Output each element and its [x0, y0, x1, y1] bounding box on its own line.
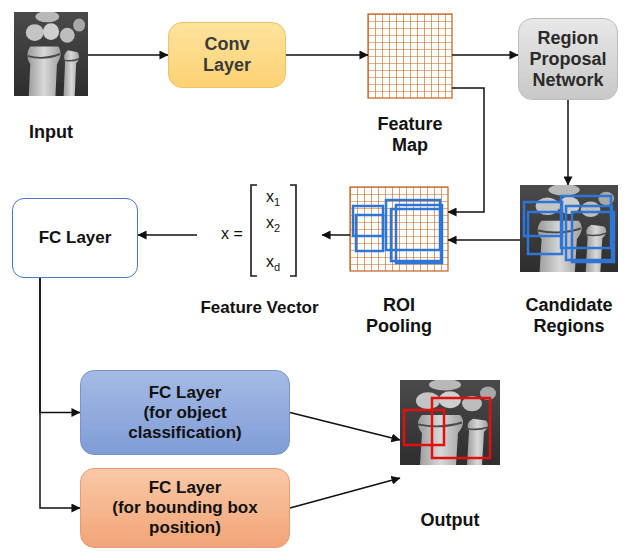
arrow-connector [567, 100, 569, 185]
feature-map-grid [368, 14, 452, 98]
vector-symbol: x = [215, 224, 249, 244]
box-content: Conv Layer [192, 34, 262, 76]
roi-grid [350, 187, 448, 271]
arrow-connector [290, 413, 400, 441]
box-sublabel: (for bounding box position) [105, 498, 265, 538]
process-box: FC Layer(for bounding box position) [80, 468, 290, 548]
box-label: Region Proposal Network [525, 28, 611, 91]
box-label: FC Layer [105, 383, 265, 403]
vector-element: x1 [255, 187, 291, 207]
arrow-connector [290, 478, 400, 508]
process-box: FC Layer [12, 198, 138, 278]
xray-image [520, 184, 618, 272]
vector-brackets [251, 185, 296, 276]
box-label: Conv Layer [192, 34, 262, 76]
input-image: Input [14, 12, 88, 146]
output-image: Output [400, 380, 500, 532]
image-caption: Feature Map [374, 114, 446, 156]
box-content: FC Layer(for object classification) [105, 383, 265, 443]
vector-element: xd [255, 252, 291, 272]
box-content: FC Layer(for bounding box position) [105, 478, 265, 538]
arrow-connector [452, 54, 518, 56]
feature-map: Feature Map [368, 14, 452, 160]
candidate-regions: Candidate Regions [520, 185, 618, 345]
arrow-connector [448, 239, 520, 241]
box-content: Region Proposal Network [525, 28, 611, 91]
arrow-connector [138, 234, 197, 236]
vector-caption: Feature Vector [197, 298, 322, 318]
candidate-boxes [524, 196, 614, 262]
roi-boxes [353, 200, 442, 263]
box-content: FC Layer [19, 228, 131, 248]
image-caption: Input [14, 122, 88, 143]
image-caption: Output [400, 510, 500, 531]
feature-vector: x = x1 x2 xdFeature Vector [197, 182, 322, 330]
xray-image [400, 379, 500, 465]
detection-boxes [404, 398, 490, 458]
arrow-connector [322, 234, 350, 236]
arrow-connector [40, 278, 80, 508]
arrow-connector [448, 88, 484, 212]
vector-element: x2 [255, 213, 291, 233]
process-box: FC Layer(for object classification) [80, 370, 290, 455]
box-label: FC Layer [105, 478, 265, 498]
process-box: Conv Layer [168, 22, 286, 88]
image-caption: ROI Pooling [358, 295, 440, 337]
arrow-connector [286, 54, 368, 56]
box-sublabel: (for object classification) [105, 403, 265, 443]
roi-pooling: ROI Pooling [350, 187, 448, 343]
arrow-connector [88, 54, 168, 56]
box-label: FC Layer [19, 228, 131, 248]
xray-image [14, 11, 88, 96]
process-box: Region Proposal Network [518, 18, 618, 100]
image-caption: Candidate Regions [520, 295, 618, 337]
arrow-connector [40, 278, 80, 413]
